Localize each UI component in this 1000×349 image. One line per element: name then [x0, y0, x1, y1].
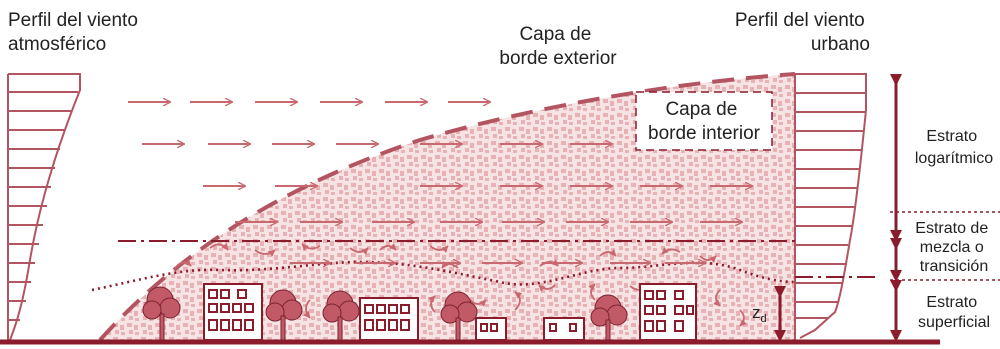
building-1 [203, 283, 263, 341]
tree-1 [142, 286, 181, 341]
surface-stratum-label: Estrato superficial [918, 294, 990, 331]
log-stratum-label: Estrato logarítmico [915, 128, 993, 167]
zd-label: zd [752, 303, 767, 325]
outer-layer-label: Capa de borde exterior [499, 24, 617, 69]
urban-wind-profile [794, 73, 875, 343]
atmospheric-profile-label: Perfil del viento atmosférico [8, 10, 143, 55]
trees [142, 286, 628, 341]
buildings [203, 283, 697, 341]
inner-layer-label: Capa de borde interior [648, 99, 761, 144]
urban-boundary-layer-region [100, 74, 795, 340]
atmospheric-wind-profile [7, 73, 81, 341]
urban-profile-label: Perfil del viento urbano [735, 10, 870, 55]
tree-5 [590, 294, 628, 341]
tree-2 [265, 289, 303, 341]
wind-arrows [128, 102, 752, 263]
building-2 [359, 297, 419, 341]
building-3 [475, 317, 507, 341]
building-5 [639, 283, 697, 341]
inner-layer-label-box [635, 91, 773, 151]
tree-4 [440, 291, 478, 341]
mixing-stratum-label: Estrato de mezcla o transición [915, 220, 992, 275]
tree-3 [322, 290, 360, 341]
roughness-sublayer-line [91, 260, 796, 292]
outer-boundary-layer-edge [98, 72, 796, 342]
building-4 [543, 317, 585, 341]
